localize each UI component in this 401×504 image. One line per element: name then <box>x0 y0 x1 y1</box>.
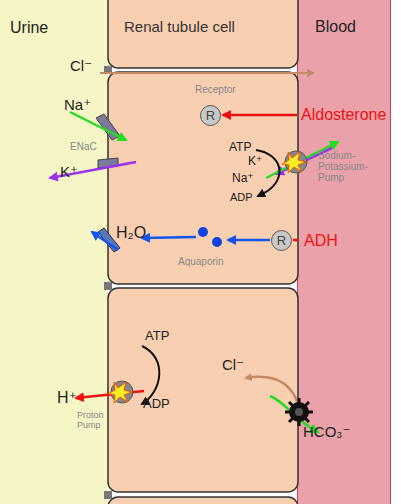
molecule-label: H₂O <box>116 224 146 242</box>
energy-label: ADP <box>143 397 170 411</box>
ion-label: Na⁺ <box>232 172 254 185</box>
ion-label: K⁺ <box>60 164 78 181</box>
ion-label: HCO₃⁻ <box>303 424 350 441</box>
ion-label: Cl⁻ <box>222 357 244 374</box>
ion-label: K⁺ <box>248 155 262 168</box>
ion-label: H⁺ <box>57 389 77 407</box>
ion-label: Na⁺ <box>64 97 91 114</box>
receptor-label: Receptor <box>195 85 236 95</box>
region-label: Urine <box>10 20 48 36</box>
cell-title: Renal tubule cell <box>124 19 235 36</box>
channel-label: Aquaporin <box>178 256 224 267</box>
pump-label: Proton Pump <box>77 411 111 431</box>
region-label: Blood <box>315 19 356 35</box>
pump-label: Sodium-Potassium-Pump <box>318 150 380 183</box>
energy-label: ADP <box>230 191 253 203</box>
receptor-circle: ReceptorR <box>200 105 221 126</box>
energy-label: ATP <box>145 329 169 343</box>
channel-label: ENaC <box>70 141 97 152</box>
hormone-label: ADH <box>304 232 338 250</box>
receptor-letter: R <box>201 106 220 125</box>
energy-label: ATP <box>229 141 251 154</box>
receptor-circle: R <box>271 230 292 251</box>
ion-label: Cl⁻ <box>70 58 92 75</box>
receptor-letter: R <box>272 231 291 250</box>
hormone-label: Aldosterone <box>301 106 386 124</box>
